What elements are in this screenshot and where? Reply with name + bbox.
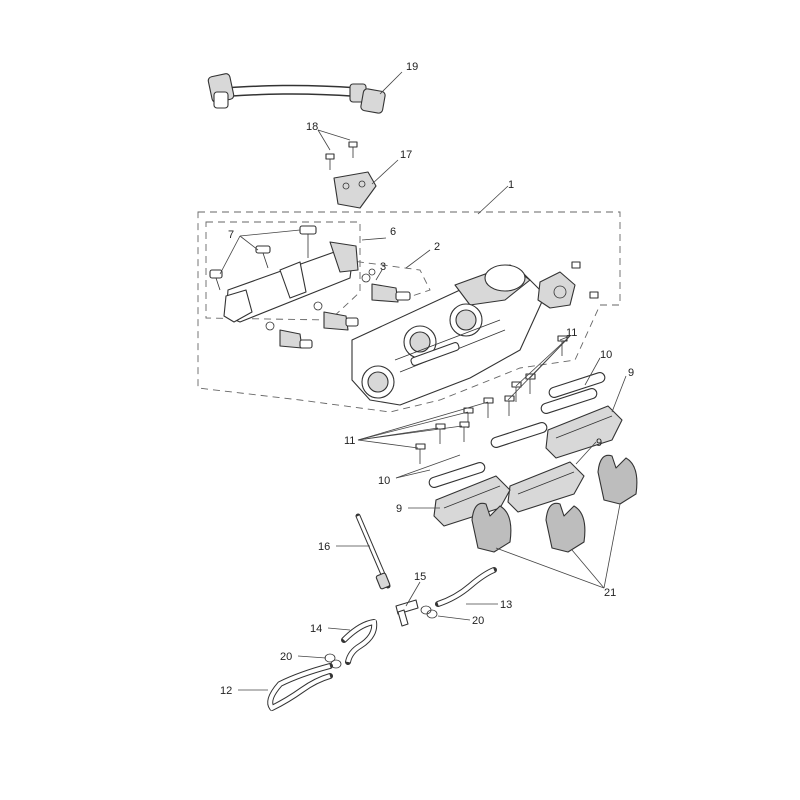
part-13-hose [435, 567, 497, 607]
part-15-t-piece [395, 599, 419, 627]
callout-20-right: 20 [472, 615, 484, 627]
callout-16: 16 [318, 541, 330, 553]
callout-20-left: 20 [280, 651, 292, 663]
callout-13: 13 [500, 599, 512, 611]
callout-9-middle: 9 [596, 437, 602, 449]
callout-6: 6 [390, 226, 396, 238]
part-16-tube [355, 513, 391, 590]
throttle-body-assembly [351, 261, 599, 406]
part-20-clips [324, 605, 438, 669]
callout-numbers: 19 18 17 1 6 2 3 7 11 10 9 11 9 10 9 16 … [220, 61, 634, 697]
part-19-harness [207, 73, 386, 114]
part-18-bolts [325, 141, 358, 170]
part-21-boots [471, 454, 638, 553]
callout-19: 19 [406, 61, 418, 73]
callout-1: 1 [508, 179, 514, 191]
part-7-fuel-rail [209, 225, 359, 323]
callout-11-upper: 11 [566, 327, 577, 339]
callout-9-lower: 9 [396, 503, 402, 515]
callout-14: 14 [310, 623, 322, 635]
part-10-gaskets [428, 372, 606, 488]
assembly-1-outline [197, 211, 621, 413]
callout-9-upper: 9 [628, 367, 634, 379]
assembly-6-outline [205, 221, 361, 321]
part-17-bracket [333, 171, 377, 209]
callout-3: 3 [380, 261, 386, 273]
callout-11-lower: 11 [344, 435, 355, 447]
callout-12: 12 [220, 685, 232, 697]
leader-lines [219, 71, 627, 691]
callout-10-lower: 10 [378, 475, 390, 487]
assembly-2-outline [344, 259, 431, 301]
callout-2: 2 [434, 241, 440, 253]
callout-18: 18 [306, 121, 318, 133]
part-11-screws-lower [415, 397, 494, 464]
part-14-hose [341, 619, 378, 665]
callout-7: 7 [228, 229, 234, 241]
part-9-adapters [433, 405, 623, 527]
part-12-hose [267, 663, 333, 711]
part-3-injectors [265, 268, 411, 349]
callout-15: 15 [414, 571, 426, 583]
callout-17: 17 [400, 149, 412, 161]
callout-21: 21 [604, 587, 616, 599]
callout-10-upper: 10 [600, 349, 612, 361]
